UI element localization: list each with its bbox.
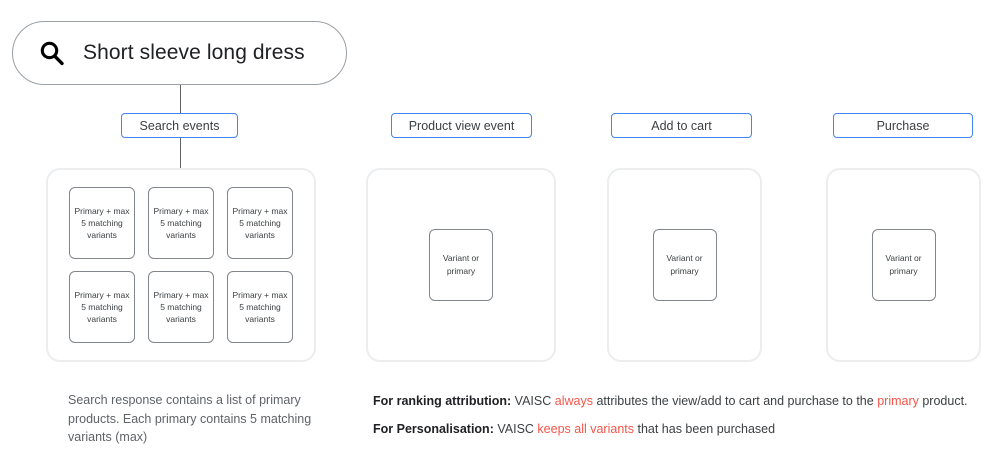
note-personalisation: For Personalisation: VAISC keeps all var… xyxy=(373,420,988,439)
variant-card: Primary + max 5 matching variants xyxy=(148,187,214,259)
event-label-search-events[interactable]: Search events xyxy=(121,113,238,138)
note-highlight-keeps-all-variants: keeps all variants xyxy=(537,421,634,436)
note-ranking-attribution: For ranking attribution: VAISC always at… xyxy=(373,392,988,411)
note-label: For ranking attribution: xyxy=(373,394,512,408)
panel-search-results: Primary + max 5 matching variants Primar… xyxy=(46,168,316,362)
event-label-product-view-event[interactable]: Product view event xyxy=(391,113,532,138)
note-highlight-primary: primary xyxy=(877,394,919,408)
variant-card: Primary + max 5 matching variants xyxy=(69,187,135,259)
event-label-purchase[interactable]: Purchase xyxy=(833,113,973,138)
variant-or-primary-card: Variant or primary xyxy=(871,229,936,301)
event-label-text: Purchase xyxy=(876,118,930,133)
search-icon xyxy=(39,40,65,66)
variant-card: Primary + max 5 matching variants xyxy=(148,271,214,343)
note-part2: attributes the view/add to cart and purc… xyxy=(596,394,874,408)
note-part1: VAISC xyxy=(514,394,552,408)
note-part1: VAISC xyxy=(497,421,534,436)
variant-card: Primary + max 5 matching variants xyxy=(69,271,135,343)
note-part2: that has been purchased xyxy=(637,421,776,436)
variant-card-grid: Primary + max 5 matching variants Primar… xyxy=(67,187,295,343)
note-label: For Personalisation: xyxy=(373,421,494,436)
search-query-text: Short sleeve long dress xyxy=(83,41,305,64)
panel-purchase: Variant or primary xyxy=(826,168,981,362)
caption-search-response: Search response contains a list of prima… xyxy=(68,393,312,444)
search-box[interactable]: Short sleeve long dress xyxy=(12,21,347,85)
note-part3: product. xyxy=(922,394,968,408)
event-label-add-to-cart[interactable]: Add to cart xyxy=(611,113,752,138)
variant-or-primary-card: Variant or primary xyxy=(652,229,717,301)
connector-line-search-to-label xyxy=(180,85,181,113)
panel-product-view: Variant or primary xyxy=(366,168,556,362)
note-highlight-always: always xyxy=(554,394,593,408)
variant-card: Primary + max 5 matching variants xyxy=(227,187,293,259)
event-label-text: Product view event xyxy=(408,118,515,133)
connector-line-label-to-panel xyxy=(180,138,181,168)
panel-add-to-cart: Variant or primary xyxy=(607,168,762,362)
variant-or-primary-card: Variant or primary xyxy=(429,229,493,301)
variant-card: Primary + max 5 matching variants xyxy=(227,271,293,343)
event-label-text: Add to cart xyxy=(651,118,712,133)
event-label-text: Search events xyxy=(139,118,220,133)
annotation-notes: For ranking attribution: VAISC always at… xyxy=(373,392,988,439)
